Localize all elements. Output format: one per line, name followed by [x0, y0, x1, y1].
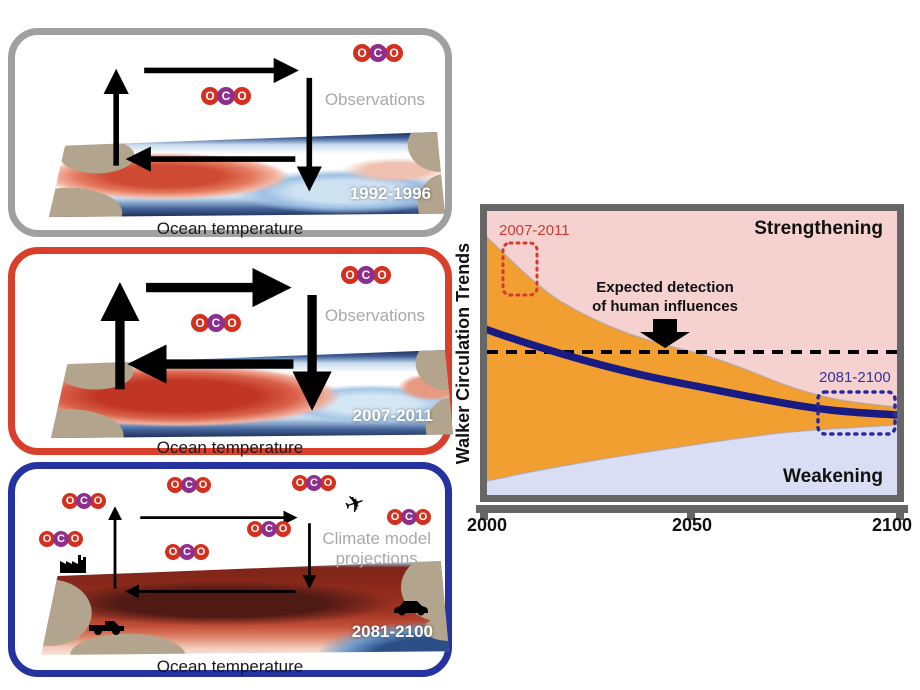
chart-canvas [487, 211, 897, 495]
strengthening-label: Strengthening [754, 218, 883, 239]
oxygen-atom-icon: O [233, 87, 251, 105]
oxygen-atom-icon: O [275, 521, 291, 537]
oxygen-atom-icon: O [67, 531, 83, 547]
x-axis [476, 505, 908, 513]
pickup-truck-icon [89, 621, 124, 635]
detection-arrow-icon [640, 319, 690, 348]
projection-period-box-label: 2081-2100 [819, 369, 891, 386]
oxygen-atom-icon: O [353, 44, 371, 62]
oxygen-atom-icon: O [387, 509, 403, 525]
carbon-atom-icon: C [76, 493, 92, 509]
carbon-atom-icon: C [179, 544, 195, 560]
carbon-atom-icon: C [261, 521, 277, 537]
map-caption: Ocean temperature [156, 219, 304, 238]
car-icon [394, 601, 428, 616]
carbon-atom-icon: C [401, 509, 417, 525]
map-period-label: 1992-1996 [349, 184, 431, 203]
oxygen-atom-icon: O [90, 493, 106, 509]
oxygen-atom-icon: O [193, 544, 209, 560]
map-period-label: 2007-2011 [352, 406, 433, 425]
oxygen-atom-icon: O [195, 477, 211, 493]
x-tick-label-2100: 2100 [871, 515, 913, 535]
oxygen-atom-icon: O [39, 531, 55, 547]
obs-period-box-label: 2007-2011 [499, 222, 570, 239]
carbon-atom-icon: C [181, 477, 197, 493]
obs-period-box [501, 241, 539, 297]
oxygen-atom-icon: O [247, 521, 263, 537]
map-period-label: 2081-2100 [351, 622, 433, 641]
carbon-atom-icon: C [306, 475, 322, 491]
carbon-atom-icon: C [53, 531, 69, 547]
y-axis-label: Walker Circulation Trends [453, 242, 474, 464]
oxygen-atom-icon: O [385, 44, 403, 62]
carbon-atom-icon: C [357, 266, 375, 284]
projection-period-box [816, 390, 897, 436]
model-spread-band [487, 235, 897, 482]
oxygen-atom-icon: O [165, 544, 181, 560]
oxygen-atom-icon: O [415, 509, 431, 525]
ocean-temperature-map [49, 132, 445, 217]
oxygen-atom-icon: O [373, 266, 391, 284]
model-mean-line [487, 325, 897, 419]
oxygen-atom-icon: O [292, 475, 308, 491]
carbon-atom-icon: C [207, 314, 225, 332]
observations-label: Observations [324, 90, 425, 109]
oxygen-atom-icon: O [201, 87, 219, 105]
x-tick-label-2050: 2050 [671, 515, 713, 535]
projections-label: Climate model projections [322, 529, 431, 569]
oxygen-atom-icon: O [341, 266, 359, 284]
oxygen-atom-icon: O [167, 477, 183, 493]
oxygen-atom-icon: O [62, 493, 78, 509]
x-tick-2000 [480, 513, 488, 520]
carbon-atom-icon: C [369, 44, 387, 62]
observations-label: Observations [324, 306, 425, 325]
weakening-label: Weakening [783, 466, 883, 487]
x-tick-2050 [687, 513, 695, 520]
factory-icon [60, 555, 86, 573]
oxygen-atom-icon: O [320, 475, 336, 491]
ocean-temperature-map [41, 561, 449, 655]
x-tick-2100 [896, 513, 904, 520]
carbon-atom-icon: C [217, 87, 235, 105]
walker-trends-chart: Strengthening Weakening Expected detecti… [480, 204, 904, 502]
oxygen-atom-icon: O [223, 314, 241, 332]
oxygen-atom-icon: O [191, 314, 209, 332]
map-caption: Ocean temperature [156, 438, 304, 457]
airplane-icon: ✈ [341, 488, 369, 521]
detection-annotation: Expected detection of human influences [592, 279, 738, 315]
map-caption: Ocean temperature [156, 657, 304, 676]
x-tick-label-2000: 2000 [466, 515, 508, 535]
